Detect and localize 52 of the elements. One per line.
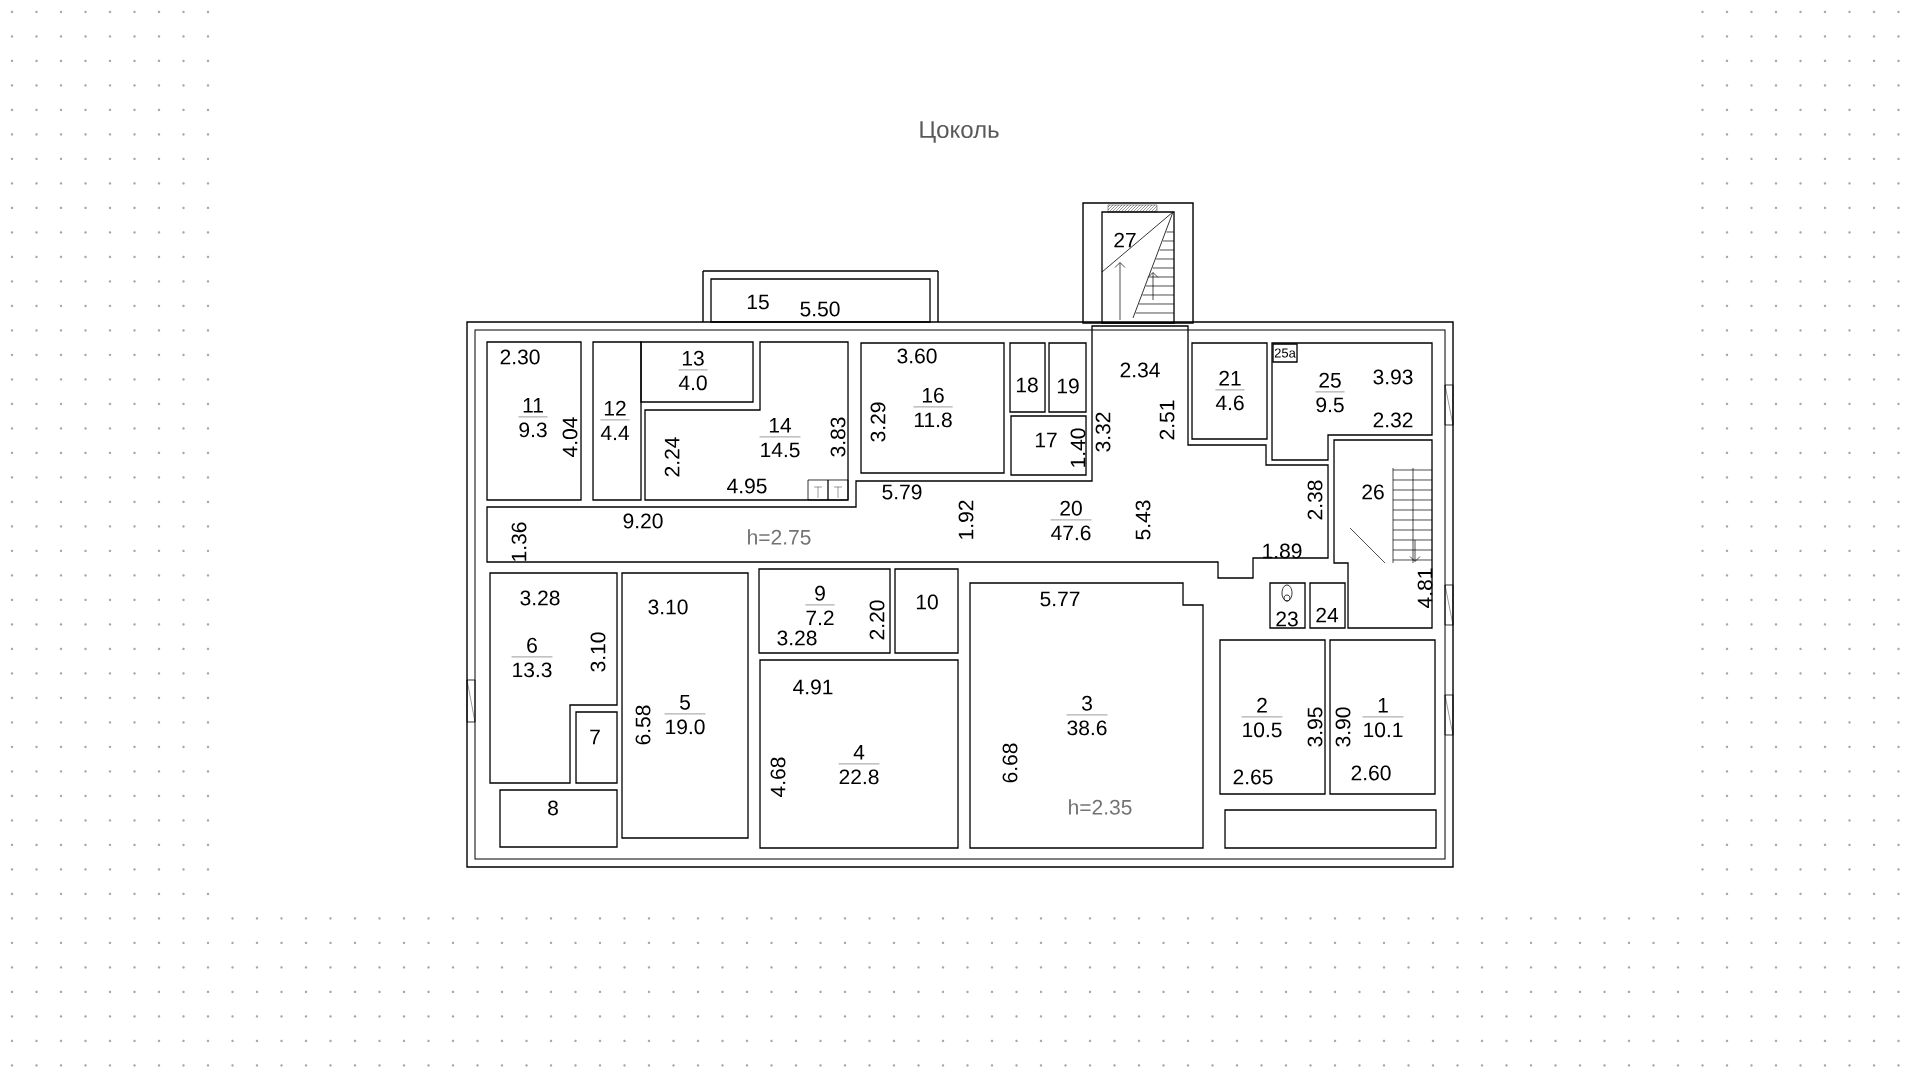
room: 21 4.6 [1191, 342, 1268, 440]
dimension-label: 1.89 [1263, 543, 1302, 559]
room-label-box: 25а [1272, 343, 1298, 363]
room: 13 4.0 [640, 341, 754, 403]
dimension-label: 1.92 [958, 500, 974, 539]
dimension-label: 4.68 [770, 757, 786, 797]
room: 12 4.4 [592, 341, 642, 501]
dimension-label: 5.43 [1135, 500, 1151, 540]
dimension-label: 1.40 [1070, 428, 1086, 467]
dimension-label: 2.38 [1307, 480, 1323, 520]
dimension-label: 9.20 [623, 513, 663, 529]
dimension-label: 1.36 [511, 522, 527, 561]
dimension-label: 5.50 [800, 301, 840, 317]
height-label: h=2.75 [748, 529, 811, 545]
title: Цоколь [920, 121, 999, 143]
dimension-label: 3.60 [897, 348, 937, 364]
dimension-label: 3.32 [1095, 412, 1111, 452]
dimension-label: 2.24 [664, 437, 680, 477]
dimension-label: 2.32 [1373, 412, 1413, 428]
dimension-label: 2.51 [1159, 400, 1175, 440]
dimension-label: 2.20 [869, 600, 885, 640]
dimension-label: 3.28 [520, 590, 560, 606]
room: 7 [575, 711, 618, 784]
room: 10 [894, 568, 959, 654]
room: 19 [1048, 342, 1087, 413]
dimension-label: 6.58 [635, 705, 651, 745]
dimension-label: 4.81 [1417, 568, 1433, 608]
room: 27 [1101, 211, 1175, 324]
room: 24 [1309, 582, 1346, 629]
dimension-label: 4.91 [793, 679, 833, 695]
dimension-label: 2.60 [1351, 765, 1391, 781]
room: 18 [1009, 342, 1046, 413]
dimension-label: 3.93 [1373, 369, 1413, 385]
dimension-label: 2.34 [1120, 362, 1160, 378]
dimension-label: 3.29 [870, 402, 886, 442]
dimension-label: 4.95 [727, 478, 767, 494]
dimension-label: 3.90 [1335, 707, 1351, 747]
dimension-label: 5.79 [882, 484, 922, 500]
dimension-label: 3.95 [1307, 707, 1323, 747]
height-label: h=2.35 [1069, 799, 1132, 815]
dimension-label: 6.68 [1002, 743, 1018, 783]
dimension-label: 5.77 [1040, 591, 1080, 607]
dimension-label: 3.28 [777, 630, 817, 646]
dimension-label: 3.10 [590, 632, 606, 672]
dimension-label: 2.30 [500, 349, 540, 365]
room: 23 [1269, 582, 1306, 629]
empty-room [1224, 809, 1437, 849]
dimension-label: 3.10 [648, 599, 688, 615]
dimension-label: 4.04 [562, 417, 578, 457]
dimension-label: 2.65 [1233, 769, 1273, 785]
room: 8 [499, 789, 618, 848]
dimension-label: 3.83 [830, 417, 846, 457]
